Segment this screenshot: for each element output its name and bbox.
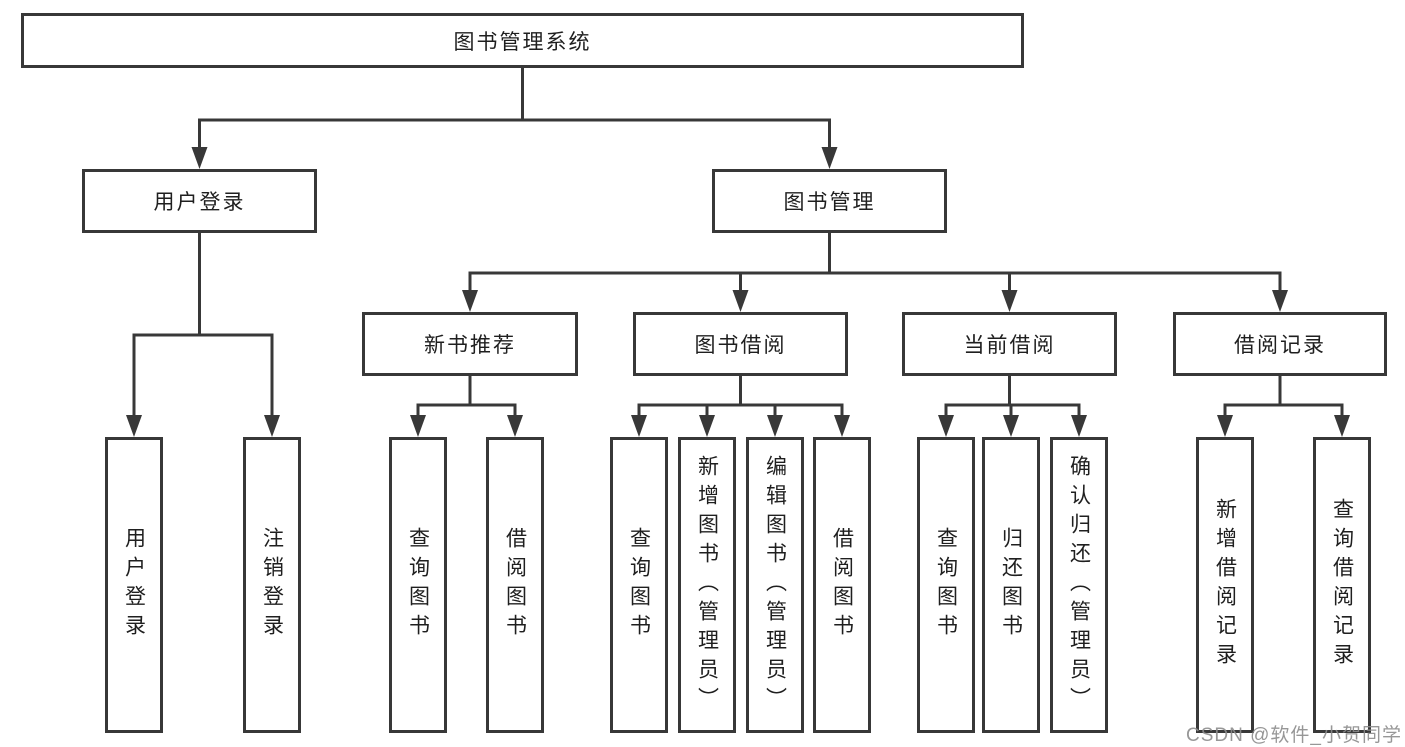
leaf-recommend-query-book: 查询图书	[389, 437, 447, 733]
leaf-borrowing-borrow-book: 借阅图书	[813, 437, 871, 733]
leaf-records-add-record: 新增借阅记录	[1196, 437, 1254, 733]
leaf-borrowing-query-book: 查询图书	[610, 437, 668, 733]
node-new-book-recommend: 新书推荐	[362, 312, 578, 376]
node-book-management: 图书管理	[712, 169, 947, 233]
leaf-borrowing-edit-book-admin: 编辑图书（管理员）	[746, 437, 804, 733]
leaf-current-query-book: 查询图书	[917, 437, 975, 733]
node-book-borrowing: 图书借阅	[633, 312, 848, 376]
arrowhead-icons	[126, 147, 1350, 437]
leaf-current-return-book: 归还图书	[982, 437, 1040, 733]
leaf-current-confirm-return-admin: 确认归还（管理员）	[1050, 437, 1108, 733]
tree-edges	[132, 68, 1344, 420]
leaf-user-login: 用户登录	[105, 437, 163, 733]
leaf-records-query-record: 查询借阅记录	[1313, 437, 1371, 733]
leaf-borrowing-add-book-admin: 新增图书（管理员）	[678, 437, 736, 733]
csdn-watermark: CSDN @软件_小贺同学	[1186, 725, 1402, 746]
node-borrowing-records: 借阅记录	[1173, 312, 1387, 376]
node-current-borrowing: 当前借阅	[902, 312, 1117, 376]
node-library-system: 图书管理系统	[21, 13, 1024, 68]
leaf-recommend-borrow-book: 借阅图书	[486, 437, 544, 733]
node-user-login: 用户登录	[82, 169, 317, 233]
leaf-logout: 注销登录	[243, 437, 301, 733]
